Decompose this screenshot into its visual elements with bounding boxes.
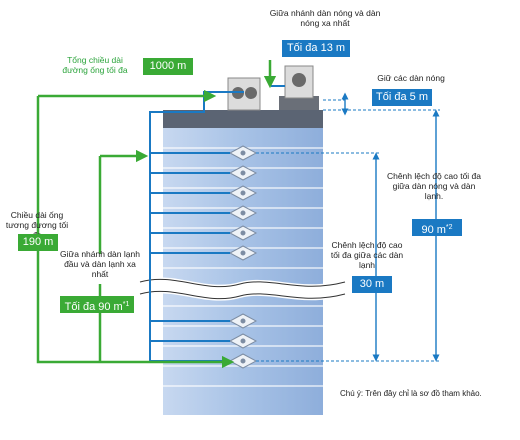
indoor-units [228, 145, 258, 369]
outdoor-branch-label: Giữa nhánh dàn nóng và dàn nóng xa nhất [269, 8, 381, 28]
height-indoor-label: Chênh lệch độ cao tối đa giữa các dàn lạ… [330, 240, 404, 270]
between-outdoor-value: Tối đa 5 m [372, 89, 432, 106]
first-branch-label: Giữa nhánh dàn lạnh đầu và dàn lạnh xa n… [60, 249, 140, 279]
outdoor-unit-1 [227, 77, 261, 111]
equivalent-length-value: 190 m [18, 234, 58, 251]
footnote: Chú ý: Trên đây chỉ là sơ đồ tham khảo. [340, 389, 482, 398]
first-branch-value: Tối đa 90 m*1 [60, 296, 134, 313]
height-outdoor-indoor-label: Chênh lệch độ cao tối đa giữa dàn nóng v… [386, 171, 482, 201]
between-outdoor-label: Giữ các dàn nóng [377, 73, 445, 83]
blue-piping [149, 85, 285, 362]
total-length-value: 1000 m [143, 58, 193, 75]
green-indicators [36, 60, 277, 369]
height-indoor-value: 30 m [352, 276, 392, 293]
outdoor-branch-value: Tối đa 13 m [282, 40, 350, 57]
roof [163, 110, 323, 128]
outdoor-unit-2 [279, 65, 319, 110]
height-outdoor-indoor-value: 90 m*2 [412, 219, 462, 236]
total-length-label: Tổng chiều dài đường ống tối đa [62, 55, 128, 75]
